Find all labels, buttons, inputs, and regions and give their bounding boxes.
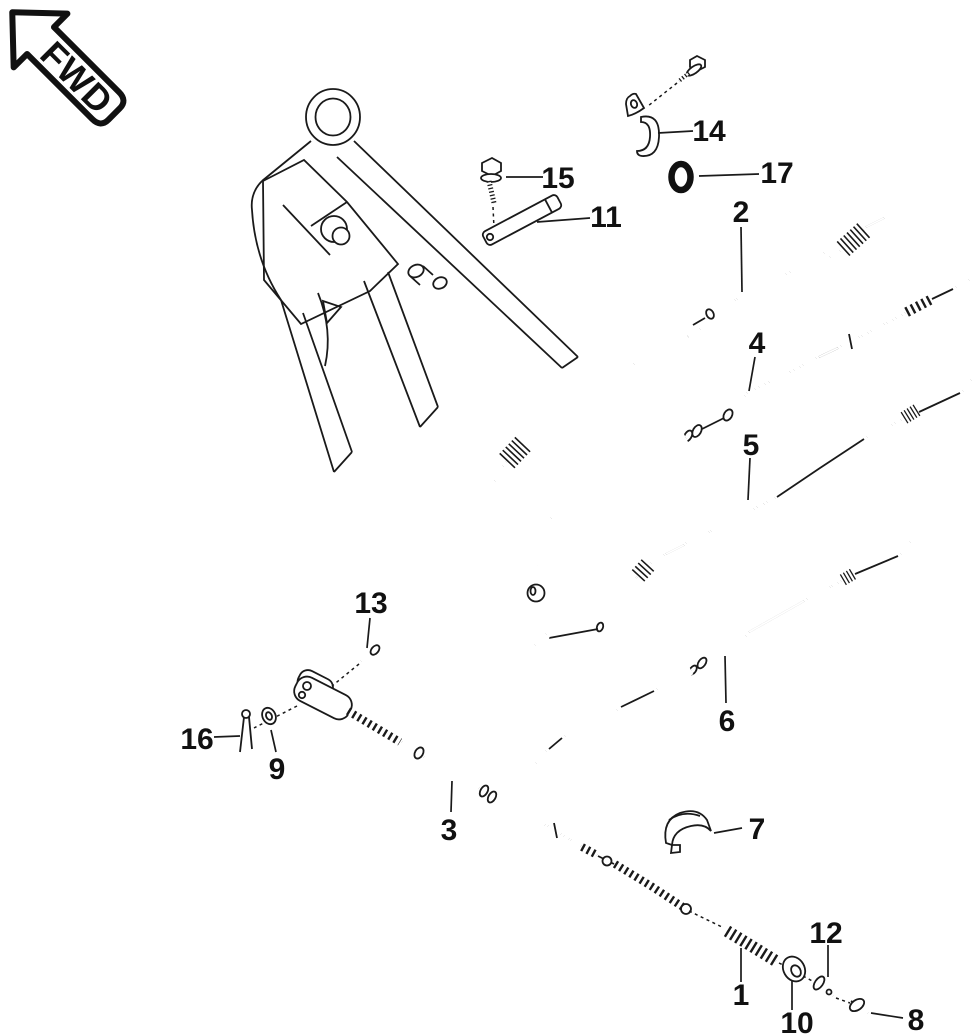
- spring-1: [723, 925, 780, 967]
- throttle-cable: [526, 276, 971, 603]
- callout-12-label: 12: [809, 917, 842, 950]
- o-ring-17: [668, 160, 694, 194]
- callout-10-label: 10: [780, 1007, 813, 1036]
- screw-8: [848, 997, 871, 1017]
- speedometer-cable: [493, 217, 885, 482]
- callout-15-label: 15: [541, 162, 574, 195]
- callout-14-label: 14: [692, 115, 726, 148]
- washer-10: [781, 955, 807, 983]
- callout-17-label: 17: [760, 157, 793, 190]
- callout-9-label: 9: [269, 753, 286, 786]
- washer-9: [261, 706, 277, 726]
- barrel-pin-12: [812, 975, 838, 1001]
- cable-6: [532, 539, 914, 767]
- frame-fragment: [250, 88, 579, 473]
- leader-lines: [213, 130, 904, 1019]
- fwd-direction-badge: FWD: [9, 9, 127, 127]
- clamp-strap-11: [481, 194, 563, 246]
- callout-7-label: 7: [749, 813, 766, 846]
- clevis-pin-13: [358, 644, 381, 664]
- fwd-arrow-icon: [9, 9, 127, 127]
- callout-5-label: 5: [743, 429, 760, 462]
- callout-2-label: 2: [733, 196, 750, 229]
- callout-13-label: 13: [354, 587, 387, 620]
- clutch-cable: [531, 377, 975, 649]
- cotter-pin-16: [239, 709, 253, 753]
- callout-4-label: 4: [749, 327, 766, 360]
- callout-11-label: 11: [590, 201, 622, 234]
- bracket-clamp-14: [625, 54, 706, 157]
- callout-6-label: 6: [719, 705, 736, 738]
- callout-3-label: 3: [441, 814, 458, 847]
- flange-bolt-15: [480, 156, 502, 204]
- callout-1-label: 1: [733, 979, 750, 1012]
- brake-cable-assembly: [293, 669, 692, 915]
- assembly-dotted-lines: [253, 82, 851, 1004]
- cable-guide-clamp-7: [664, 810, 712, 855]
- callout-labels: 1 2 3 4 5 6 7 8 9 10 11 12 13 14 15 16 1…: [180, 115, 924, 1036]
- callout-8-label: 8: [908, 1004, 925, 1036]
- callout-16-label: 16: [180, 723, 213, 756]
